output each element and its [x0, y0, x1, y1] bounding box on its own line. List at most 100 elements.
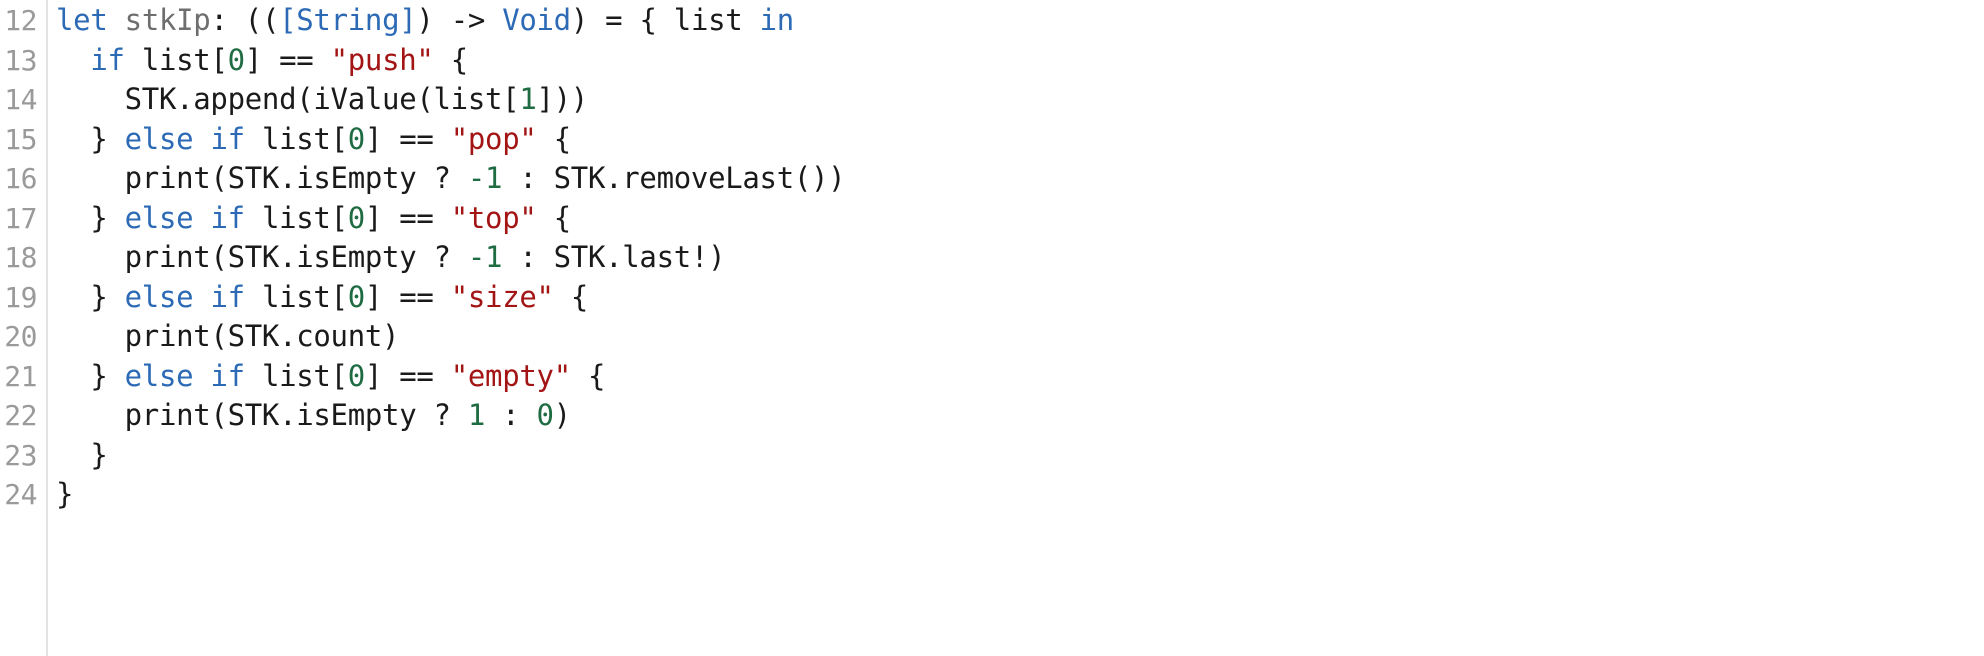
code-token: else [124, 279, 194, 314]
line-number: 19 [0, 277, 46, 317]
code-token: 0 [347, 200, 365, 235]
code-token: { [536, 200, 571, 235]
code-line[interactable]: 19 } else if list[0] == "size" { [0, 277, 1984, 318]
code-token: } [56, 358, 125, 393]
code-line-text[interactable]: print(STK.count) [46, 317, 1984, 357]
code-token: ] == [364, 200, 451, 235]
code-token: let [56, 3, 108, 37]
code-token: } [56, 279, 125, 314]
code-token: if [210, 121, 245, 156]
code-token: } [56, 200, 125, 235]
code-token: "pop" [450, 121, 537, 156]
code-token: print(STK.isEmpty ? [56, 240, 468, 274]
code-token: } [56, 121, 125, 156]
code-token: ] == [244, 42, 331, 77]
code-token: list[ [244, 358, 348, 393]
code-line[interactable]: 18 print(STK.isEmpty ? -1 : STK.last!) [0, 238, 1984, 278]
code-token: [String] [279, 3, 417, 37]
code-token: if [210, 358, 245, 393]
line-number: 21 [0, 356, 46, 396]
code-token: 0 [347, 358, 365, 393]
code-token: "push" [330, 42, 434, 77]
code-line-text[interactable]: } [46, 475, 1984, 515]
code-token [193, 122, 210, 156]
code-token: : STK.last!) [502, 240, 726, 274]
code-line-text[interactable]: if list[0] == "push" { [46, 41, 1984, 81]
code-token: Void [502, 3, 571, 37]
code-token: else [124, 121, 194, 156]
code-line[interactable]: 13 if list[0] == "push" { [0, 40, 1984, 81]
code-line-text[interactable]: } else if list[0] == "pop" { [46, 120, 1984, 160]
code-token: else [124, 358, 194, 393]
code-token: { [570, 358, 606, 393]
code-line[interactable]: 15 } else if list[0] == "pop" { [0, 119, 1984, 160]
line-number: 24 [0, 475, 46, 515]
code-token: } [56, 477, 74, 511]
code-token: 1 [467, 398, 485, 432]
code-line-text[interactable]: } [46, 436, 1984, 476]
code-token: print(STK.isEmpty ? [56, 161, 468, 195]
code-token: -1 [467, 161, 503, 195]
code-token: : (( [210, 3, 280, 37]
code-token: ) -> [416, 3, 503, 37]
line-number: 23 [0, 435, 46, 475]
code-token: 0 [227, 42, 245, 77]
code-token: if [210, 279, 245, 314]
code-line[interactable]: 24} [0, 475, 1984, 515]
line-number: 20 [0, 317, 46, 357]
code-line-text[interactable]: } else if list[0] == "size" { [46, 278, 1984, 318]
code-token [56, 43, 90, 77]
code-token: { [536, 121, 571, 156]
code-token: print(STK.count) [56, 319, 400, 353]
code-token: list[ [244, 279, 348, 314]
code-line[interactable]: 14 STK.append(iValue(list[1])) [0, 80, 1984, 120]
code-token: 0 [536, 398, 554, 432]
code-token: { [553, 279, 589, 314]
code-token: ) = { list [570, 3, 760, 37]
code-line-text[interactable]: let stkIp: (([String]) -> Void) = { list… [46, 1, 1984, 41]
code-token: 1 [519, 82, 537, 116]
code-line[interactable]: 16 print(STK.isEmpty ? -1 : STK.removeLa… [0, 159, 1984, 199]
code-token [193, 280, 210, 314]
code-token: if [90, 42, 125, 77]
code-token: in [759, 3, 795, 37]
code-token: if [210, 200, 245, 235]
code-line-text[interactable]: print(STK.isEmpty ? -1 : STK.last!) [46, 238, 1984, 278]
code-token: print(STK.isEmpty ? [56, 398, 468, 432]
code-token: ) [553, 398, 571, 432]
code-token: ])) [536, 82, 588, 116]
code-token: ] == [364, 121, 451, 156]
code-token: STK.append(iValue(list[ [56, 82, 520, 116]
code-token [193, 201, 210, 235]
code-line-text[interactable]: } else if list[0] == "top" { [46, 199, 1984, 239]
code-token: "top" [450, 200, 537, 235]
line-number: 18 [0, 238, 46, 278]
code-token: } [56, 437, 108, 472]
line-number: 14 [0, 80, 46, 120]
code-token: : STK.removeLast()) [502, 161, 846, 195]
code-line[interactable]: 20 print(STK.count) [0, 317, 1984, 357]
code-line-text[interactable]: print(STK.isEmpty ? 1 : 0) [46, 396, 1984, 436]
code-line[interactable]: 23 } [0, 435, 1984, 476]
code-line-text[interactable]: print(STK.isEmpty ? -1 : STK.removeLast(… [46, 159, 1984, 199]
code-line-text[interactable]: STK.append(iValue(list[1])) [46, 80, 1984, 120]
code-token: 0 [347, 121, 365, 156]
line-number: 12 [0, 1, 46, 41]
code-token: 0 [347, 279, 365, 314]
code-token: ] == [364, 279, 451, 314]
code-token [193, 359, 210, 393]
gutter-divider [46, 0, 48, 656]
code-token: { [433, 42, 468, 77]
line-number: 16 [0, 159, 46, 199]
code-line[interactable]: 22 print(STK.isEmpty ? 1 : 0) [0, 396, 1984, 436]
code-token: : [485, 398, 537, 432]
code-token: else [124, 200, 194, 235]
code-line-text[interactable]: } else if list[0] == "empty" { [46, 357, 1984, 397]
code-line[interactable]: 17 } else if list[0] == "top" { [0, 198, 1984, 239]
line-number: 15 [0, 119, 46, 159]
code-token: ] == [364, 358, 451, 393]
code-line[interactable]: 21 } else if list[0] == "empty" { [0, 356, 1984, 397]
